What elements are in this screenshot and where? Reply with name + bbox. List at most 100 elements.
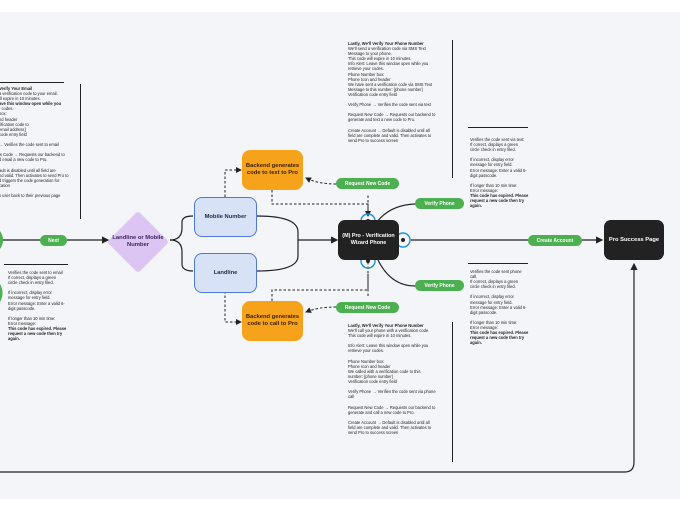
note-line: digit passcode.	[8, 305, 36, 311]
backend-call-node: Backend generates code to call to Pro	[242, 301, 303, 341]
note-line: Error message:	[8, 320, 36, 326]
note-line: Phone Icon and header	[348, 76, 391, 82]
note-line: If incorrect, display error	[8, 290, 52, 296]
note-line: Create Account → Default is disabled unt…	[348, 419, 430, 425]
note-line: d email a new code to Pro.	[0, 157, 48, 163]
note-line: Message to your phone.	[348, 51, 392, 57]
edge-mobile-wizard	[256, 215, 339, 244]
note-line: Request New Code → Requests our backend …	[348, 404, 436, 410]
edge-loop-bottom	[0, 262, 638, 473]
note-line: If correct, displays a green	[470, 142, 519, 148]
note-line: generate and text a new code to Pro.	[348, 117, 416, 123]
note-line: ill expire in 10 minutes.	[0, 96, 41, 102]
edge-mobile-backend-text	[224, 167, 242, 197]
note-line: number: [phone number]	[348, 373, 393, 379]
note-line: again.	[470, 203, 482, 209]
note-line: Phone Number box:	[348, 71, 385, 77]
edge-decision-mobile	[169, 215, 194, 241]
note-line: again.	[8, 336, 20, 342]
note-line: Request New Code → Requests our backend …	[348, 112, 436, 118]
note-line: This code will expire in 10 minutes.	[348, 56, 412, 62]
note-line: Lastly, We'll Verify Your Phone Number	[348, 323, 424, 328]
note-line: code entry field	[0, 131, 27, 137]
note-line: nd valid. Then activates to send Pro to	[0, 172, 69, 178]
landline-node: Landline	[194, 253, 257, 293]
note-line: Verify Your Email	[0, 86, 33, 91]
note-line: Phone Number box:	[348, 358, 385, 364]
note-line: again.	[470, 340, 482, 346]
note-line: message for entry field.	[8, 295, 51, 301]
edge-wizard-verify-top	[376, 203, 416, 223]
note-line: Verifies the code sent to email	[8, 270, 63, 275]
note-line: Phone Icon and header	[348, 363, 391, 369]
note-line: retrieve your codes.	[348, 348, 384, 354]
decision-label: Landline or Mobile Number	[112, 235, 164, 248]
note-line: If correct, displays a green	[470, 279, 519, 285]
note-right-top: Verifies the code sent via text:If corre…	[470, 137, 536, 208]
request-new-code-bottom-button[interactable]: Request New Code	[336, 302, 399, 313]
pro-success-node: Pro Success Page	[604, 220, 664, 260]
note-line: Error message: Enter a valid 6-	[470, 304, 527, 310]
note-line: retrieve your codes.	[348, 66, 384, 72]
note-line: Create Account → Default is disabled unt…	[348, 127, 430, 133]
note-line: We'll call your phone with a verificatio…	[348, 328, 430, 334]
note-line: Verification code entry field	[348, 91, 397, 97]
note-line: We called with a verification code to th…	[348, 368, 421, 374]
note-line: Verification code entry field	[348, 379, 397, 385]
note-line: box:	[0, 111, 7, 117]
note-line: If incorrect, display error	[470, 294, 514, 300]
note-line: a verification code to your email.	[0, 91, 58, 97]
note-line: request a new code then try	[470, 198, 525, 204]
note-line: cation	[0, 182, 10, 188]
next-button[interactable]: Next	[40, 235, 67, 246]
note-line: generate and call a new code to Pro.	[348, 409, 415, 415]
create-account-button[interactable]: Create Account	[528, 235, 582, 246]
note-line: send Pro to success screen	[348, 137, 399, 143]
decision-landline-or-mobile: Landline or Mobile Number	[106, 210, 170, 274]
note-line: Lastly, We'll Verify Your Phone Number	[348, 41, 424, 46]
note-line: Info Alert: Leave this window open while…	[348, 343, 429, 349]
note-line: circle check in entry filed.	[8, 280, 54, 286]
mobile-number-node: Mobile Number	[194, 197, 257, 237]
note-line: Verify Phone → Verifies the code sent vi…	[348, 389, 436, 395]
note-line: ave this window open while you	[0, 101, 62, 107]
note-line: digit passcode.	[470, 172, 498, 178]
note-line: w Code → Requests our backend to	[0, 152, 65, 158]
verify-phone-bottom-button[interactable]: Verify Phone	[415, 280, 464, 291]
edge-wizard-verify-bottom	[376, 257, 416, 287]
note-line: If longer than 10 min time:	[8, 315, 56, 321]
note-right-bottom-rule	[468, 263, 528, 264]
note-line: This code has expired. Please	[8, 326, 67, 332]
note-line: message for entry field.	[470, 299, 513, 305]
edge-landline-wizard	[256, 240, 299, 272]
note-line: If correct, displays a green	[8, 275, 57, 281]
note-line: circle check in entry filed.	[470, 147, 516, 153]
note-line: Error message:	[470, 325, 498, 331]
request-new-code-top-button[interactable]: Request New Code	[336, 178, 399, 189]
note-line: circle check in entry filed.	[470, 284, 516, 290]
edge-backend-text-wizard	[271, 190, 371, 217]
note-line: Verify Phone → Verifies the code sent vi…	[348, 102, 431, 108]
note-left-top-bar	[80, 84, 81, 219]
note-line: request a new code then try	[470, 335, 525, 341]
note-line: Message to this number: [phone number]	[348, 86, 423, 92]
note-line: s user back to their previous page	[0, 192, 61, 198]
verify-phone-top-button[interactable]: Verify Phone	[415, 198, 464, 209]
note-line: If incorrect, display error	[470, 157, 514, 163]
note-line: Error message: Enter a valid 6-	[470, 167, 527, 173]
note-line: We'll send a verification code via SMS T…	[348, 46, 426, 52]
left-marker-bottom	[0, 284, 3, 302]
edge-request-bottom-backend	[305, 306, 337, 313]
edge-decision-landline	[169, 239, 194, 272]
note-line: If longer than 10 min time:	[470, 319, 518, 325]
note-line: email address]	[0, 126, 26, 132]
note-line: → Verifies the code sent to email	[0, 142, 59, 148]
note-right-top-rule	[468, 127, 528, 128]
note-line: This code has expired. Please	[470, 330, 529, 336]
note-line: rification code to	[0, 121, 29, 127]
